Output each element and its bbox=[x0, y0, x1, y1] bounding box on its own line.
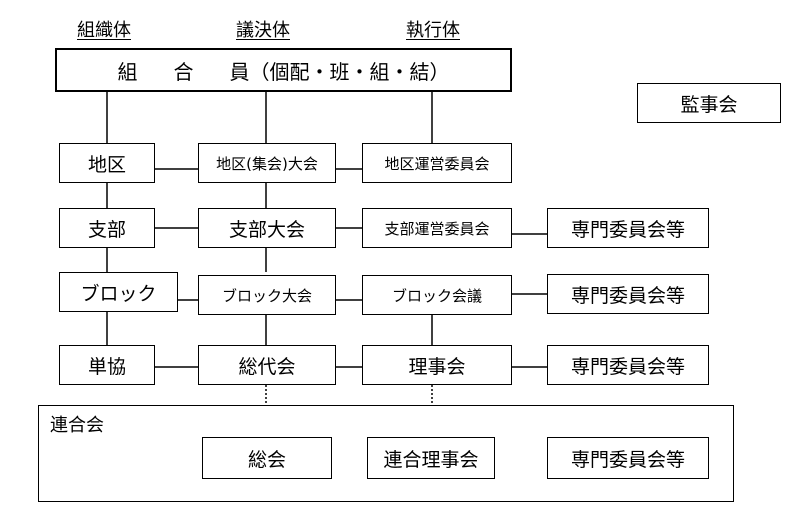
members-char-1: 組 bbox=[117, 59, 138, 84]
header-execution: 執行体 bbox=[406, 20, 460, 41]
federation-committee-box: 専門委員会等 bbox=[547, 437, 709, 479]
audit-board-box: 監事会 bbox=[637, 83, 781, 123]
header-organization: 組織体 bbox=[77, 20, 131, 41]
federation-label: 連合会 bbox=[50, 415, 104, 436]
district-execution-box: 地区運営委員会 bbox=[362, 143, 512, 183]
coop-committee-box: 専門委員会等 bbox=[547, 345, 709, 385]
branch-decision-box: 支部大会 bbox=[198, 208, 336, 248]
district-org-box: 地区 bbox=[59, 143, 155, 183]
members-rest: 員（個配・班・組・結） bbox=[229, 59, 450, 84]
coop-execution-box: 理事会 bbox=[362, 345, 512, 385]
federation-board-box: 連合理事会 bbox=[367, 437, 495, 479]
coop-decision-box: 総代会 bbox=[198, 345, 336, 385]
district-decision-box: 地区(集会)大会 bbox=[198, 143, 336, 183]
block-execution-box: ブロック会議 bbox=[362, 275, 512, 315]
coop-org-box: 単協 bbox=[59, 345, 155, 385]
header-decision: 議決体 bbox=[236, 20, 290, 41]
block-org-box: ブロック bbox=[59, 272, 178, 312]
branch-committee-box: 専門委員会等 bbox=[547, 208, 709, 248]
branch-execution-box: 支部運営委員会 bbox=[362, 208, 512, 248]
block-committee-box: 専門委員会等 bbox=[547, 274, 709, 314]
members-box: 組 合 員（個配・班・組・結） bbox=[55, 48, 512, 92]
members-char-2: 合 bbox=[173, 59, 194, 84]
block-decision-box: ブロック大会 bbox=[198, 275, 336, 315]
federation-general-box: 総会 bbox=[202, 437, 332, 479]
branch-org-box: 支部 bbox=[59, 208, 155, 248]
